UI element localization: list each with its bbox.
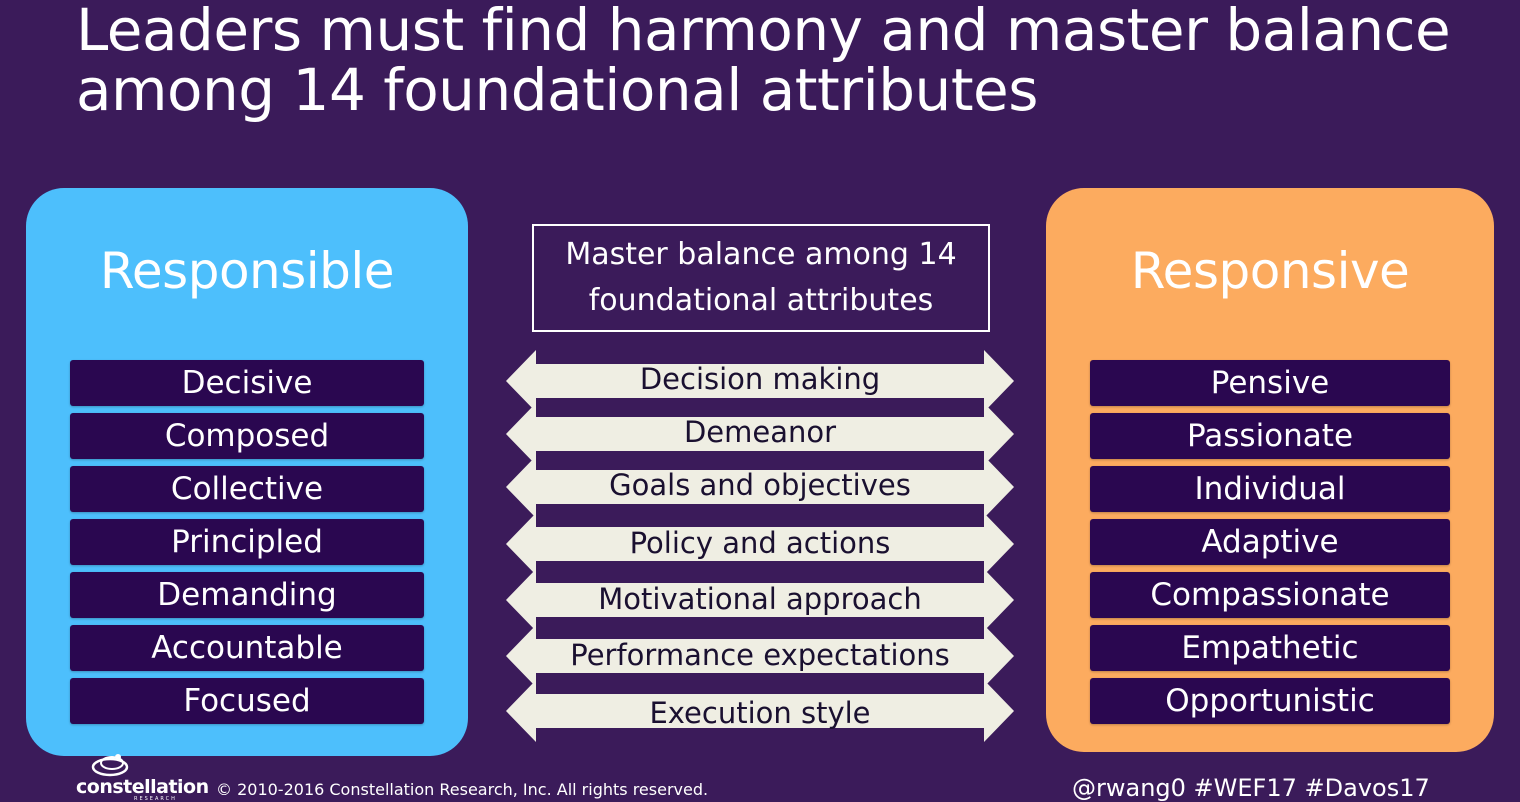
double-arrow-shape [506, 513, 1014, 575]
responsible-attribute: Demanding [70, 572, 424, 618]
master-balance-line-2: foundational attributes [588, 283, 934, 318]
double-arrow-shape [506, 625, 1014, 687]
double-arrow-graphic [506, 350, 1014, 742]
logo-wordmark: constellation [76, 776, 209, 798]
master-balance-line-1: Master balance among 14 [565, 237, 957, 272]
responsive-attribute: Individual [1090, 466, 1450, 512]
responsible-panel: Responsible Decisive Composed Collective… [26, 188, 468, 756]
dimension-label: Decision making [639, 362, 881, 396]
slide-title-line-1: Leaders must find harmony and master bal… [76, 0, 1451, 64]
double-arrow-shape [506, 680, 1014, 742]
responsible-attribute: Principled [70, 519, 424, 565]
slide-title: Leaders must find harmony and master bal… [76, 0, 1476, 120]
double-arrow-shape [506, 569, 1014, 631]
responsive-attribute: Passionate [1090, 413, 1450, 459]
dimension-label: Goals and objectives [609, 468, 911, 502]
responsive-attribute: Empathetic [1090, 625, 1450, 671]
constellation-logo: constellation RESEARCH [76, 752, 209, 802]
dimension-label: Execution style [649, 696, 871, 730]
responsive-panel: Responsive Pensive Passionate Individual… [1046, 188, 1494, 752]
master-balance-box: Master balance among 14 foundational att… [532, 224, 990, 332]
double-arrow-shape [506, 350, 1014, 412]
dimension-label: Policy and actions [629, 526, 891, 560]
responsible-attribute: Composed [70, 413, 424, 459]
responsive-attribute: Adaptive [1090, 519, 1450, 565]
dimension-label: Motivational approach [598, 582, 922, 616]
logo-subtitle: RESEARCH [134, 796, 177, 802]
dimension-label: Performance expectations [570, 638, 950, 672]
responsible-attribute-list: Decisive Composed Collective Principled … [70, 360, 424, 731]
responsive-attribute: Opportunistic [1090, 678, 1450, 724]
responsible-attribute: Collective [70, 466, 424, 512]
responsive-attribute-list: Pensive Passionate Individual Adaptive C… [1090, 360, 1450, 731]
dimension-arrows: Decision making Demeanor Goals and objec… [506, 350, 1014, 742]
constellation-swirl-icon [91, 754, 129, 777]
responsible-attribute: Focused [70, 678, 424, 724]
double-arrow-shape [506, 403, 1014, 465]
copyright-notice: © 2010-2016 Constellation Research, Inc.… [216, 780, 709, 799]
responsible-attribute: Decisive [70, 360, 424, 406]
slide-title-line-2: among 14 foundational attributes [76, 56, 1038, 124]
double-arrow-shape [506, 456, 1014, 518]
responsible-attribute: Accountable [70, 625, 424, 671]
dimension-label: Demeanor [683, 415, 837, 449]
responsive-attribute: Pensive [1090, 360, 1450, 406]
responsive-heading: Responsive [1130, 242, 1410, 300]
hashtags: @rwang0 #WEF17 #Davos17 [1072, 774, 1430, 802]
responsive-attribute: Compassionate [1090, 572, 1450, 618]
responsible-heading: Responsible [99, 242, 395, 300]
